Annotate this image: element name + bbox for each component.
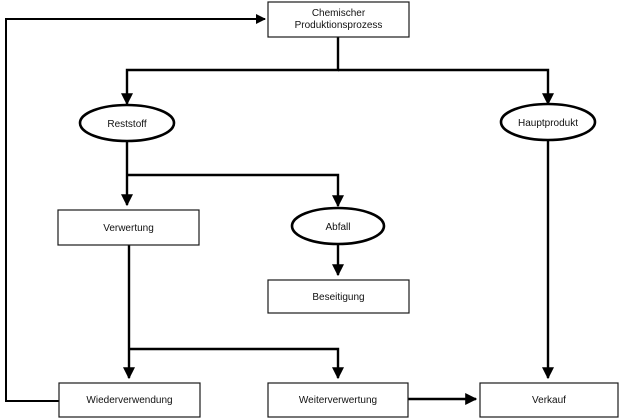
- weiterverwertung-label: Weiterverwertung: [299, 395, 377, 406]
- reststoff-label: Reststoff: [107, 119, 146, 130]
- process-label-line2: Produktionsprozess: [295, 20, 383, 31]
- node-hauptprodukt: Hauptprodukt: [499, 102, 597, 142]
- process-label-line1: Chemischer: [312, 8, 366, 19]
- node-weiterverwertung: Weiterverwertung: [267, 382, 409, 418]
- node-wiederverwendung: Wiederverwendung: [58, 382, 201, 418]
- node-verwertung: Verwertung: [57, 209, 200, 246]
- wiederverwendung-label: Wiederverwendung: [86, 395, 172, 406]
- edges: [5, 14, 554, 405]
- node-chemischer-produktionsprozess: Chemischer Produktionsprozess: [267, 1, 410, 38]
- beseitigung-label: Beseitigung: [312, 292, 364, 303]
- hauptprodukt-label: Hauptprodukt: [518, 118, 578, 129]
- edge-wiederverwendung-to-process: [5, 14, 266, 402]
- edge-process-to-reststoff: [121, 37, 340, 106]
- node-verkauf: Verkauf: [479, 382, 619, 418]
- node-beseitigung: Beseitigung: [267, 279, 410, 314]
- edge-process-to-hauptprodukt: [338, 68, 554, 106]
- verkauf-label: Verkauf: [532, 395, 566, 406]
- abfall-label: Abfall: [325, 222, 350, 233]
- node-reststoff: Reststoff: [78, 103, 176, 143]
- node-abfall: Abfall: [290, 206, 386, 246]
- verwertung-label: Verwertung: [103, 223, 154, 234]
- edge-reststoff-to-abfall: [127, 173, 344, 208]
- edge-verwertung-to-weiterverwertung: [129, 347, 344, 380]
